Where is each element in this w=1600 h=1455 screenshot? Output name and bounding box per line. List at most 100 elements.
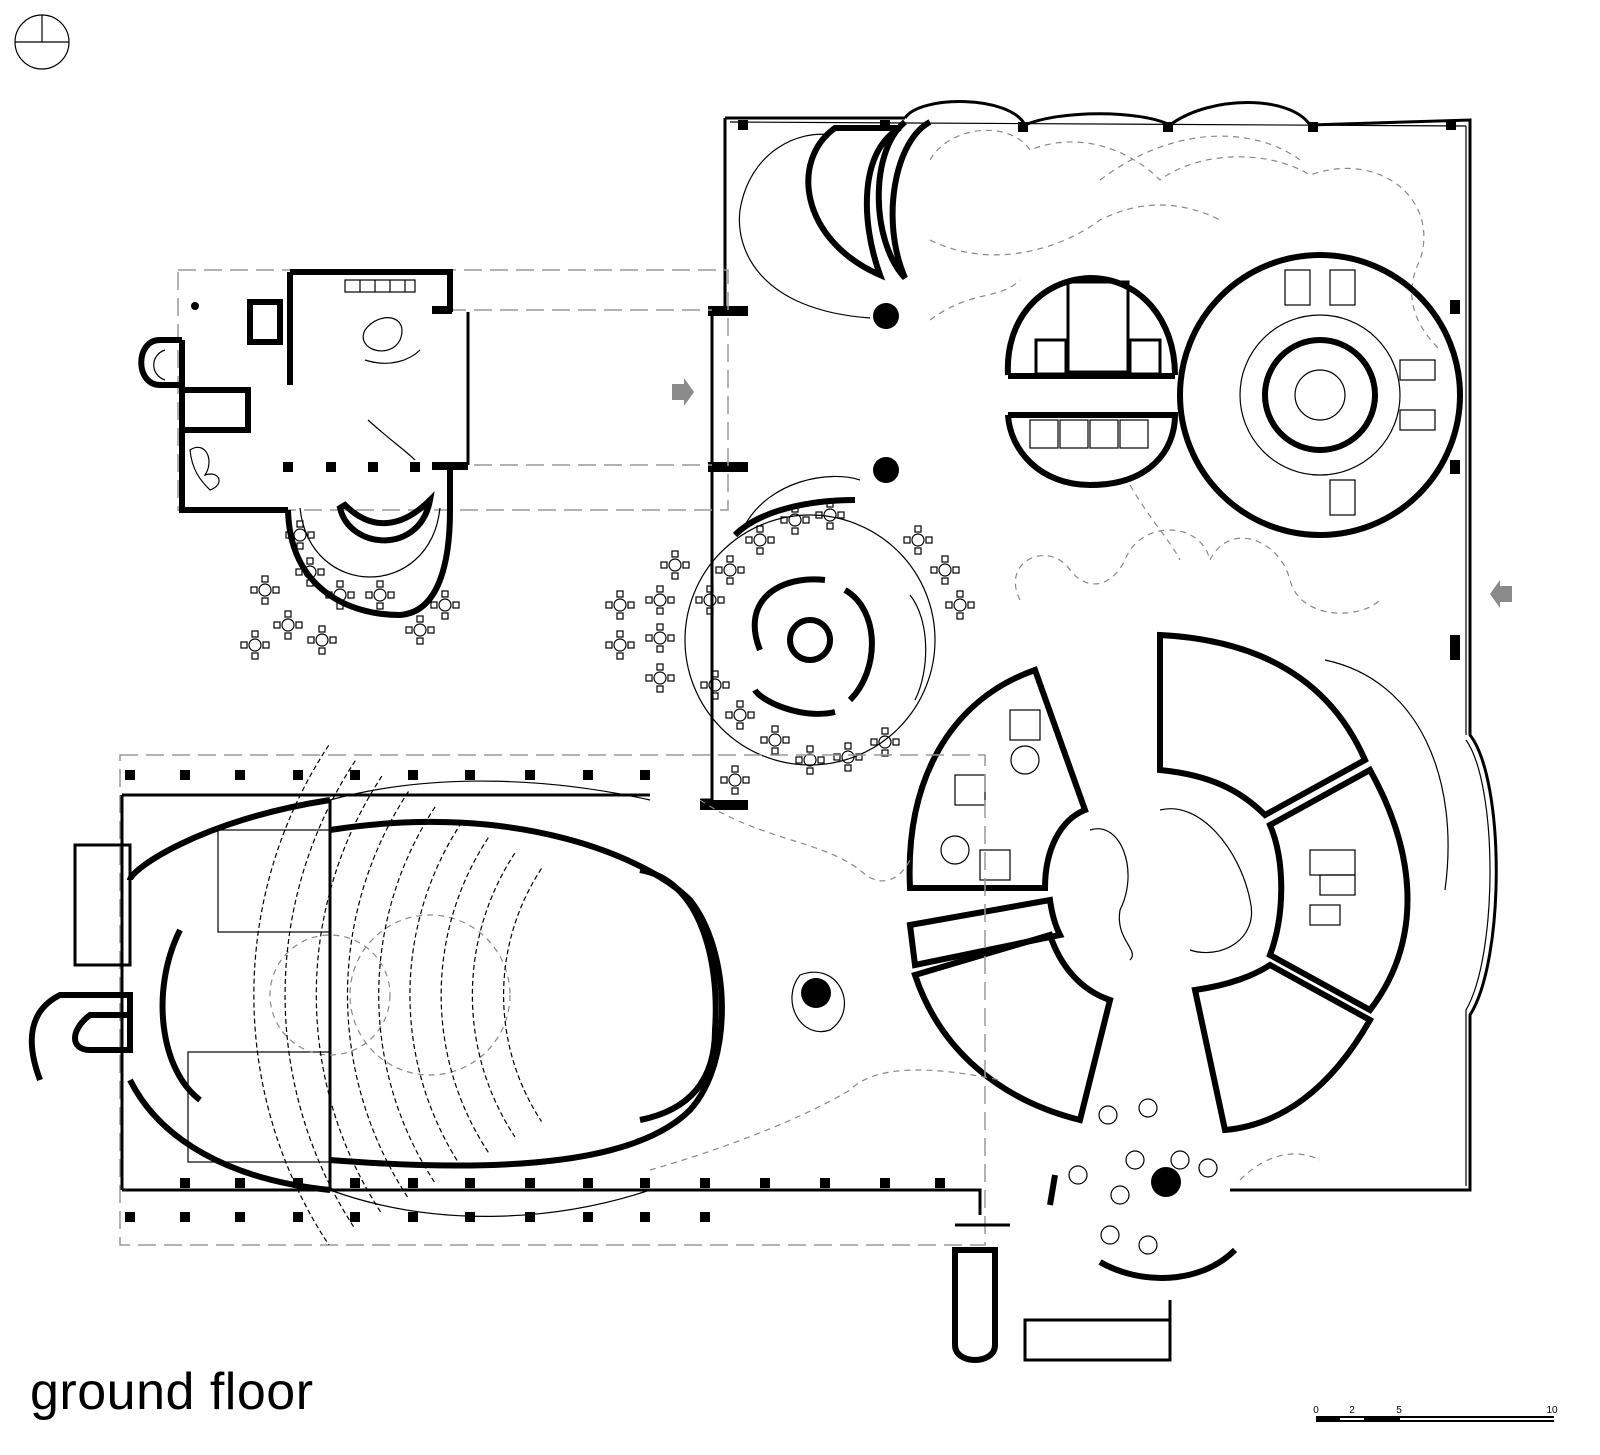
column	[350, 1178, 360, 1188]
cafe-table	[365, 580, 395, 610]
office-rotunda	[1004, 252, 1463, 538]
column	[583, 1212, 593, 1222]
stool	[1110, 1185, 1130, 1205]
cafe-table	[945, 590, 975, 620]
column	[350, 770, 360, 780]
seat-row	[440, 837, 489, 1153]
seat-row	[378, 806, 436, 1184]
stool	[1170, 1150, 1190, 1170]
entrance-arrow-icon	[1490, 580, 1512, 608]
cafe-table	[645, 623, 675, 653]
column	[180, 770, 190, 780]
column	[235, 1178, 245, 1188]
cafe-table	[725, 700, 755, 730]
seat-row	[253, 744, 330, 1246]
cafe-table	[405, 615, 435, 645]
cafe-table	[715, 555, 745, 585]
cafe-table	[295, 557, 325, 587]
cafe-table	[250, 575, 280, 605]
column	[525, 770, 535, 780]
seat-row	[346, 791, 410, 1199]
cafe-building	[138, 269, 729, 619]
cafe-table	[930, 555, 960, 585]
cafe-table	[720, 765, 750, 795]
column	[640, 1212, 650, 1222]
column	[640, 1178, 650, 1188]
column	[293, 1212, 303, 1222]
cafe-table	[760, 725, 790, 755]
cafe-table	[605, 630, 635, 660]
scale-tick-0: 0	[1313, 1405, 1319, 1416]
stool	[1198, 1158, 1218, 1178]
column	[293, 770, 303, 780]
cafe-table	[285, 520, 315, 550]
column	[125, 1212, 135, 1222]
column	[350, 1212, 360, 1222]
column	[525, 1178, 535, 1188]
page-title: ground floor	[30, 1363, 314, 1421]
column	[880, 1178, 890, 1188]
column	[700, 1178, 710, 1188]
cafe-table	[645, 663, 675, 693]
seat-row	[409, 821, 463, 1169]
main-hall-walls	[700, 100, 1498, 1192]
cafe-table	[307, 625, 337, 655]
lower-rotunda	[1047, 1098, 1238, 1281]
column	[293, 1178, 303, 1188]
cafe-table	[870, 727, 900, 757]
column	[235, 770, 245, 780]
column	[583, 1178, 593, 1188]
column	[408, 770, 418, 780]
column	[465, 1178, 475, 1188]
column	[935, 1178, 945, 1188]
cafe-table	[273, 610, 303, 640]
column	[408, 1178, 418, 1188]
stool	[1125, 1150, 1145, 1170]
scale-bar: 0 2 5 10	[1313, 1405, 1558, 1422]
cafe-table	[700, 670, 730, 700]
seat-row	[471, 852, 516, 1138]
cafe-table	[430, 590, 460, 620]
circular-pavilion	[684, 475, 936, 766]
column	[525, 1212, 535, 1222]
cafe-table	[325, 580, 355, 610]
fan-exhibition	[906, 631, 1449, 1134]
cafe-table	[745, 525, 775, 555]
north-arrow-icon	[14, 14, 70, 70]
cafe-table	[780, 505, 810, 535]
cafe-tables	[240, 500, 975, 795]
scale-tick-2: 2	[1349, 1405, 1355, 1416]
column	[820, 1178, 830, 1188]
column	[180, 1178, 190, 1188]
cafe-table	[695, 585, 725, 615]
seat-row	[284, 760, 356, 1230]
scale-tick-10: 10	[1546, 1405, 1558, 1416]
column	[125, 770, 135, 780]
stair-block	[952, 1223, 1172, 1363]
column	[408, 1212, 418, 1222]
column	[583, 770, 593, 780]
cafe-table	[605, 590, 635, 620]
column	[700, 1212, 710, 1222]
auditorium	[28, 744, 986, 1246]
stool	[1100, 1225, 1120, 1245]
lightwell-curves	[738, 119, 1441, 351]
column	[465, 1212, 475, 1222]
cafe-table	[833, 742, 863, 772]
scale-tick-5: 5	[1396, 1405, 1402, 1416]
seat-row	[315, 775, 383, 1215]
cafe-table	[660, 550, 690, 580]
entrance-arrow-icon	[672, 378, 694, 406]
cafe-table	[795, 745, 825, 775]
round-columns	[801, 303, 1181, 1197]
stool	[1098, 1105, 1118, 1125]
stool	[1068, 1165, 1088, 1185]
column	[180, 1212, 190, 1222]
circulation-paths	[649, 484, 1381, 1181]
column	[235, 1212, 245, 1222]
stool	[1138, 1098, 1158, 1118]
cafe-table	[240, 630, 270, 660]
cafe-table	[903, 525, 933, 555]
cafe-table	[645, 585, 675, 615]
